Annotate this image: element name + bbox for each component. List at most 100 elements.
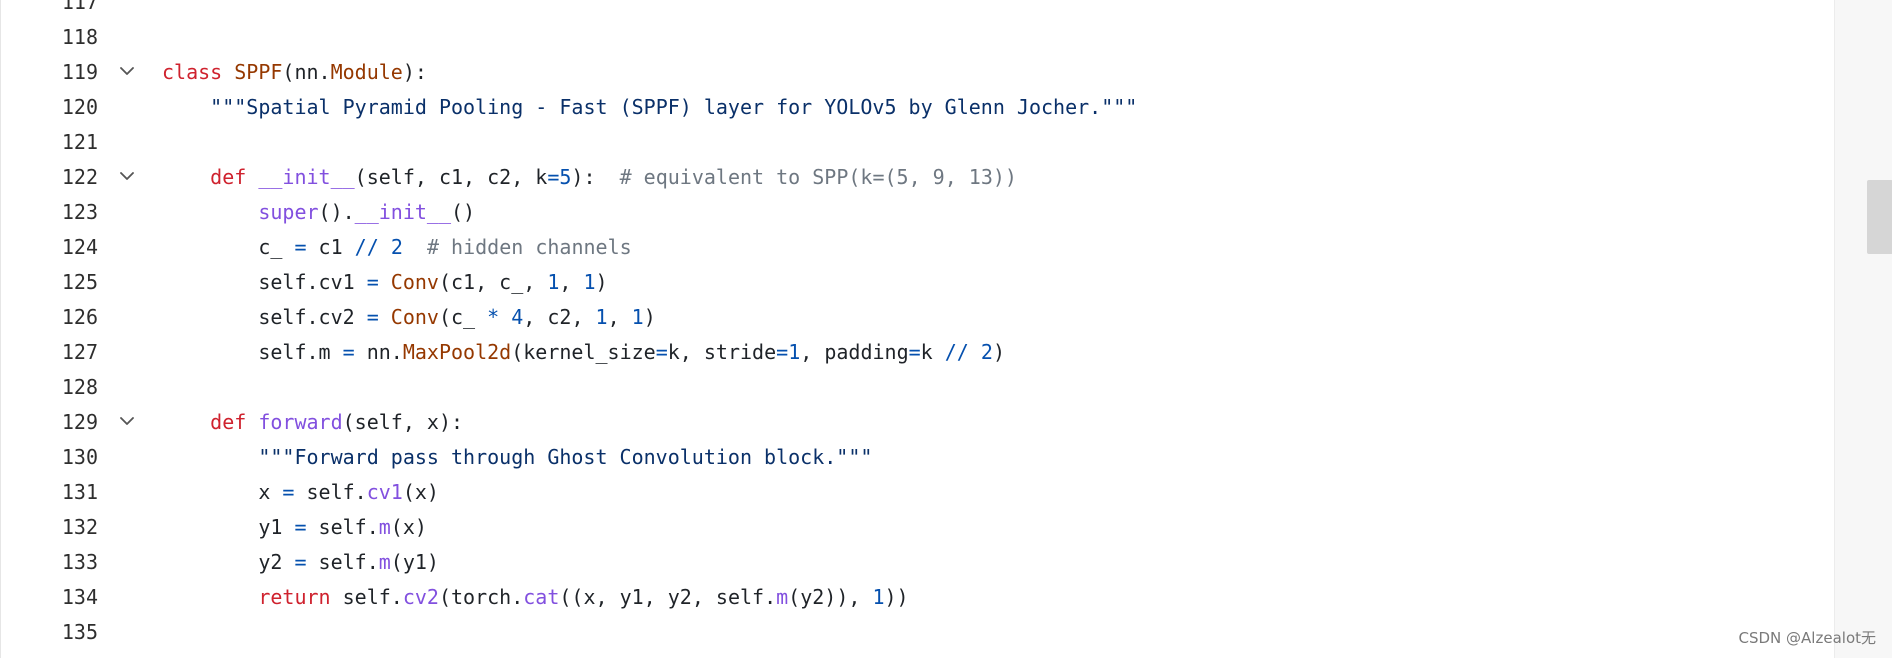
code-token: 5: [559, 165, 572, 189]
fold-chevron-down-icon[interactable]: [116, 160, 138, 195]
code-token: [969, 340, 981, 364]
code-token: [499, 305, 511, 329]
code-token: [162, 410, 210, 434]
code-token: (y2)),: [788, 585, 873, 609]
code-line: 125 self.cv1 = Conv(c1, c_, 1, 1): [0, 265, 1834, 300]
code-token: [162, 165, 210, 189]
code-token: Conv: [390, 270, 439, 294]
code-token: (y1): [390, 550, 439, 574]
vertical-scrollbar[interactable]: [1834, 0, 1892, 658]
code-text: def forward(self, x):: [162, 405, 463, 440]
code-text: x = self.cv1(x): [162, 475, 439, 510]
code-token: [162, 445, 258, 469]
code-token: __init__: [354, 200, 451, 224]
code-token: =: [655, 340, 668, 364]
left-border: [0, 0, 1, 658]
code-token: (x): [390, 515, 427, 539]
line-number: 132: [61, 515, 98, 539]
code-token: (x): [402, 480, 439, 504]
code-token: cv1: [366, 480, 403, 504]
code-line: 120 """Spatial Pyramid Pooling - Fast (S…: [0, 90, 1834, 125]
code-token: =: [908, 340, 921, 364]
line-number: 122: [61, 165, 98, 189]
code-token: //: [944, 340, 969, 364]
code-token: cat: [523, 585, 560, 609]
code-token: def: [210, 410, 259, 434]
code-token: [162, 200, 258, 224]
code-line: 123 super().__init__(): [0, 195, 1834, 230]
code-token: ): [992, 340, 1005, 364]
code-token: Conv: [390, 305, 439, 329]
code-token: =: [294, 515, 307, 539]
code-token: =: [366, 270, 379, 294]
code-token: 1: [595, 305, 608, 329]
code-token: self.m: [162, 340, 343, 364]
code-token: c_: [162, 235, 295, 259]
code-line: 131 x = self.cv1(x): [0, 475, 1834, 510]
code-token: self.cv1: [162, 270, 367, 294]
code-token: //: [354, 235, 379, 259]
code-token: *: [487, 305, 500, 329]
code-token: MaxPool2d: [402, 340, 512, 364]
code-token: forward: [258, 410, 343, 434]
code-token: self.: [306, 550, 379, 574]
code-token: [379, 270, 391, 294]
code-token: 4: [511, 305, 524, 329]
code-token: =: [294, 235, 307, 259]
code-token: ,: [559, 270, 584, 294]
line-number: 118: [61, 25, 98, 49]
code-line: 134 return self.cv2(torch.cat((x, y1, y2…: [0, 580, 1834, 615]
code-token: ((x, y1, y2, self.: [559, 585, 777, 609]
code-text: """Forward pass through Ghost Convolutio…: [162, 440, 872, 475]
code-text: self.cv2 = Conv(c_ * 4, c2, 1, 1): [162, 300, 655, 335]
code-text: return self.cv2(torch.cat((x, y1, y2, se…: [162, 580, 909, 615]
code-token: self.: [294, 480, 367, 504]
code-token: 1: [583, 270, 596, 294]
code-token: ):: [571, 165, 620, 189]
line-number: 135: [61, 620, 98, 644]
line-number: 128: [61, 375, 98, 399]
code-token: (torch.: [438, 585, 524, 609]
code-token: 2: [390, 235, 403, 259]
code-token: x: [162, 480, 283, 504]
line-number: 133: [61, 550, 98, 574]
code-token: [162, 585, 258, 609]
code-line: 121: [0, 125, 1834, 160]
code-token: (): [451, 200, 476, 224]
code-token: ().: [318, 200, 355, 224]
code-token: SPPF: [234, 60, 283, 84]
code-token: cv2: [402, 585, 439, 609]
scrollbar-thumb[interactable]: [1867, 180, 1892, 254]
line-number: 120: [61, 95, 98, 119]
line-number: 117: [61, 0, 98, 14]
code-token: =: [294, 550, 307, 574]
code-token: 2: [980, 340, 993, 364]
code-token: y1: [162, 515, 295, 539]
fold-chevron-down-icon[interactable]: [116, 55, 138, 90]
code-line: 128: [0, 370, 1834, 405]
code-line: 129 def forward(self, x):: [0, 405, 1834, 440]
code-line: 130 """Forward pass through Ghost Convol…: [0, 440, 1834, 475]
code-token: =: [282, 480, 295, 504]
code-line: 124 c_ = c1 // 2 # hidden channels: [0, 230, 1834, 265]
code-token: =: [776, 340, 789, 364]
code-token: self.: [330, 585, 403, 609]
code-token: k, stride: [667, 340, 777, 364]
fold-chevron-down-icon[interactable]: [116, 405, 138, 440]
line-number: 130: [61, 445, 98, 469]
code-token: [379, 235, 391, 259]
code-token: , padding: [800, 340, 909, 364]
code-token: (self, c1, c2, k: [354, 165, 548, 189]
code-token: )): [884, 585, 909, 609]
line-number: 125: [61, 270, 98, 294]
code-token: (self, x):: [342, 410, 464, 434]
code-token: __init__: [258, 165, 355, 189]
code-line: 132 y1 = self.m(x): [0, 510, 1834, 545]
code-token: def: [210, 165, 259, 189]
code-text: class SPPF(nn.Module):: [162, 55, 427, 90]
code-text: self.cv1 = Conv(c1, c_, 1, 1): [162, 265, 607, 300]
code-token: """Spatial Pyramid Pooling - Fast (SPPF)…: [210, 95, 1138, 119]
code-token: , c2,: [523, 305, 596, 329]
